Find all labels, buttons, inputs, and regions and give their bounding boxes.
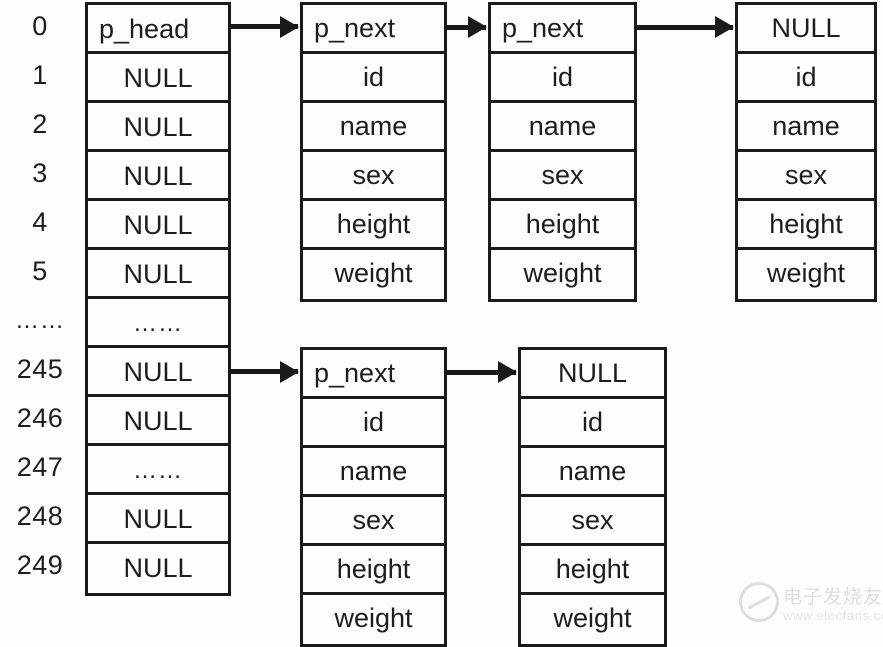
chain-bucket-0-node-0-pointer: p_next bbox=[303, 5, 444, 54]
bucket-cell-7[interactable]: NULL bbox=[88, 348, 228, 397]
chain-bucket-0-node-2-field-id: id bbox=[738, 54, 874, 103]
bucket-index-5: 5 bbox=[32, 256, 48, 286]
chain-bucket-245-node-1-field-height: height bbox=[521, 546, 664, 595]
chain-bucket-245-node-1-pointer: NULL bbox=[521, 350, 664, 399]
chain-bucket-0-node-0-field-name: name bbox=[303, 103, 444, 152]
bucket-index-3: 3 bbox=[32, 158, 48, 188]
chain-bucket-0-arrow-0-to-1 bbox=[447, 24, 486, 30]
bucket-cell-9[interactable]: …… bbox=[88, 446, 228, 495]
chain-bucket-0-node-0-field-height: height bbox=[303, 201, 444, 250]
bucket-index-1: 1 bbox=[32, 60, 48, 90]
bucket-cell-6[interactable]: …… bbox=[88, 299, 228, 348]
bucket-cell-3[interactable]: NULL bbox=[88, 152, 228, 201]
chain-bucket-0-node-2-field-weight: weight bbox=[738, 250, 874, 299]
watermark-logo-icon bbox=[739, 582, 779, 622]
bucket-cell-2[interactable]: NULL bbox=[88, 103, 228, 152]
bucket-index-6: …… bbox=[15, 307, 65, 334]
chain-bucket-0-node-0-field-id: id bbox=[303, 54, 444, 103]
watermark: 电子发烧友 www.elecfans.com bbox=[737, 562, 883, 638]
chain-bucket-0-node-1-field-id: id bbox=[491, 54, 634, 103]
bucket-cell-5[interactable]: NULL bbox=[88, 250, 228, 299]
chain-bucket-0-node-2-pointer: NULL bbox=[738, 5, 874, 54]
chain-bucket-0-node-1-field-weight: weight bbox=[491, 250, 634, 299]
bucket-index-2: 2 bbox=[32, 109, 48, 139]
bucket-cell-11[interactable]: NULL bbox=[88, 544, 228, 593]
chain-bucket-0-arrow-1-to-2 bbox=[637, 24, 733, 30]
bucket-cell-0[interactable]: p_head bbox=[88, 5, 228, 54]
chain-bucket-0-node-2-field-height: height bbox=[738, 201, 874, 250]
chain-bucket-0-node-0-field-sex: sex bbox=[303, 152, 444, 201]
chain-bucket-0-node-0-field-weight: weight bbox=[303, 250, 444, 299]
chain-bucket-245-node-0-field-height: height bbox=[303, 546, 444, 595]
chain-bucket-0-node-1-field-name: name bbox=[491, 103, 634, 152]
bucket-index-8: 246 bbox=[16, 403, 64, 433]
bucket-index-7: 245 bbox=[16, 354, 64, 384]
chain-bucket-0-node-1-field-height: height bbox=[491, 201, 634, 250]
chain-bucket-0-node-1-pointer: p_next bbox=[491, 5, 634, 54]
chain-bucket-245-node-1-field-sex: sex bbox=[521, 497, 664, 546]
bucket-cell-4[interactable]: NULL bbox=[88, 201, 228, 250]
bucket-cell-1[interactable]: NULL bbox=[88, 54, 228, 103]
chain-bucket-245-node-0-field-id: id bbox=[303, 399, 444, 448]
chain-bucket-245-node-0-field-name: name bbox=[303, 448, 444, 497]
bucket-cell-10[interactable]: NULL bbox=[88, 495, 228, 544]
chain-bucket-0-node-2-field-sex: sex bbox=[738, 152, 874, 201]
chain-bucket-245-node-1-field-weight: weight bbox=[521, 595, 664, 644]
bucket-index-9: 247 bbox=[16, 452, 64, 482]
chain-bucket-245-arrow-0-to-1 bbox=[447, 369, 516, 375]
bucket-index-11: 249 bbox=[16, 550, 64, 580]
chain-bucket-245-node-0-pointer: p_next bbox=[303, 350, 444, 399]
chain-bucket-0-node-1-field-sex: sex bbox=[491, 152, 634, 201]
chain-bucket-245-node-1-field-id: id bbox=[521, 399, 664, 448]
chain-bucket-245-node-0-field-sex: sex bbox=[303, 497, 444, 546]
bucket-cell-8[interactable]: NULL bbox=[88, 397, 228, 446]
chain-bucket-0-node-2-field-name: name bbox=[738, 103, 874, 152]
watermark-brand-text: 电子发烧友 bbox=[783, 586, 883, 608]
bucket-index-labels: 0 1 2 3 4 5 …… 245 246 247 248 249 bbox=[0, 2, 80, 590]
watermark-url-text: www.elecfans.com bbox=[783, 608, 883, 623]
bucket-index-10: 248 bbox=[16, 501, 64, 531]
arrow-bucket-to-chain-bucket-245 bbox=[231, 369, 298, 374]
chain-bucket-245-node-0-field-weight: weight bbox=[303, 595, 444, 644]
chain-bucket-245-node-1-field-name: name bbox=[521, 448, 664, 497]
arrow-bucket-to-chain-bucket-0 bbox=[231, 24, 298, 29]
bucket-index-0: 0 bbox=[32, 11, 48, 41]
bucket-index-4: 4 bbox=[32, 207, 48, 237]
